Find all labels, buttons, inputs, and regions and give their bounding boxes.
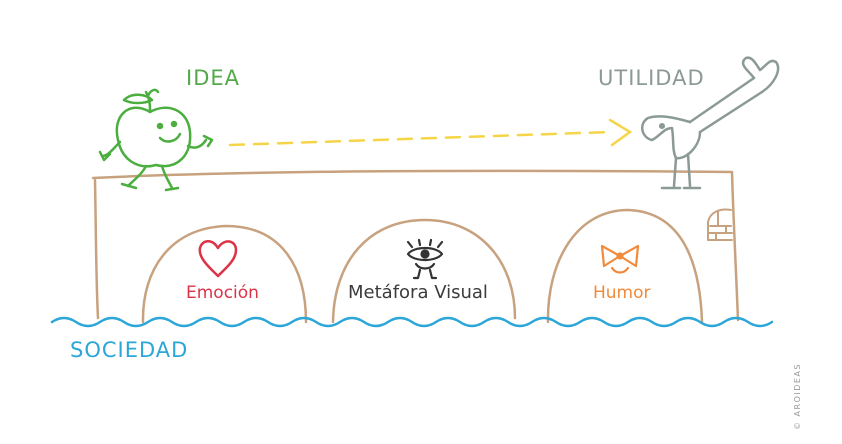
dashed-arrow (228, 118, 633, 147)
eye-character-icon (406, 238, 444, 280)
heart-icon (198, 240, 238, 278)
arch-metafora (331, 218, 517, 324)
sociedad-label: SOCIEDAD (70, 338, 189, 362)
metafora-visual-label: Metáfora Visual (348, 282, 488, 303)
idea-label: IDEA (186, 66, 240, 90)
bridge (91, 169, 740, 324)
brick-window-icon (707, 208, 733, 241)
apple-character-icon (98, 88, 214, 192)
copyright-label: © AROIDEAS (793, 363, 802, 430)
arch-emocion (141, 224, 308, 324)
wrench-character-icon (640, 56, 780, 190)
utilidad-label: UTILIDAD (598, 66, 705, 90)
humor-label: Humor (593, 283, 651, 303)
emocion-label: Emoción (186, 283, 259, 303)
bowtie-icon (600, 244, 640, 274)
arch-humor (546, 208, 704, 324)
water-waves (50, 316, 774, 328)
